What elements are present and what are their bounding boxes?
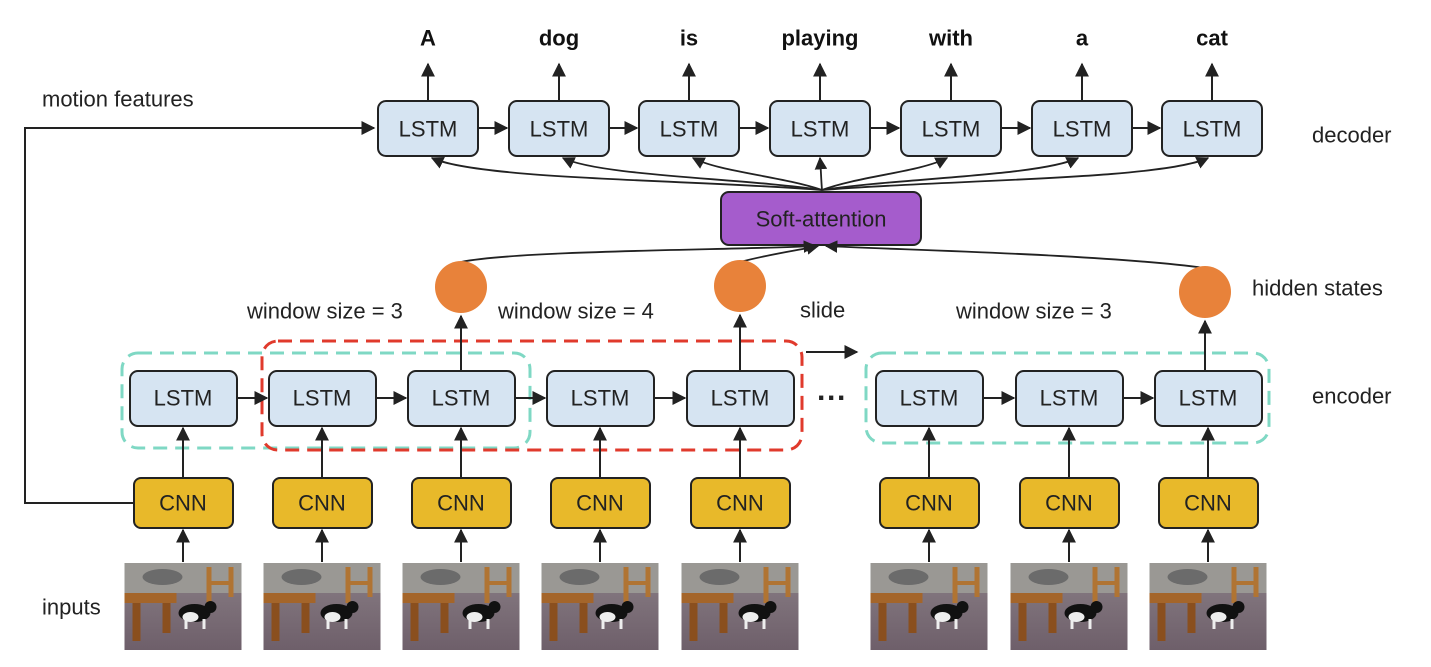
video-frame-6 — [870, 563, 988, 650]
output-word-5: with — [928, 26, 973, 51]
svg-text:LSTM: LSTM — [1183, 117, 1242, 142]
svg-text:CNN: CNN — [576, 491, 624, 516]
hidden-state-3 — [1179, 266, 1231, 318]
svg-text:LSTM: LSTM — [900, 386, 959, 411]
encoder-lstm-2: LSTM — [268, 370, 377, 427]
encoder-lstm-7: LSTM — [1015, 370, 1124, 427]
svg-text:LSTM: LSTM — [660, 117, 719, 142]
encoder-lstm-5: LSTM — [686, 370, 795, 427]
svg-text:CNN: CNN — [905, 491, 953, 516]
video-frame-8 — [1149, 563, 1267, 650]
encoder-lstm-4: LSTM — [546, 370, 655, 427]
attention-fanout — [430, 156, 1210, 191]
output-word-2: dog — [539, 26, 579, 51]
output-words: A dog is playing with a cat — [420, 26, 1229, 51]
input-frames — [124, 563, 1267, 650]
decoder-lstm-5: LSTM — [900, 100, 1002, 157]
encoder-label: encoder — [1312, 384, 1392, 409]
output-word-6: a — [1076, 26, 1089, 51]
window-2 — [260, 339, 804, 452]
svg-text:LSTM: LSTM — [154, 386, 213, 411]
decoder-lstm-2: LSTM — [508, 100, 610, 157]
decoder-lstm-4: LSTM — [769, 100, 871, 157]
svg-text:LSTM: LSTM — [293, 386, 352, 411]
svg-text:LSTM: LSTM — [791, 117, 850, 142]
decoder-output-arrows — [421, 62, 1219, 100]
cnn-2: CNN — [272, 477, 373, 529]
decoder-row: LSTM LSTM LSTM LSTM LSTM LSTM LSTM — [377, 100, 1263, 157]
hidden-states-label: hidden states — [1252, 276, 1383, 301]
hidden-state-2 — [714, 260, 766, 312]
inputs-label: inputs — [42, 595, 101, 620]
encoder-to-hidden-arrows — [454, 313, 1212, 370]
svg-text:CNN: CNN — [159, 491, 207, 516]
encoder-lstm-1: LSTM — [129, 370, 238, 427]
encoder-ellipsis: ··· — [817, 382, 847, 415]
cnn-1: CNN — [133, 477, 234, 529]
window-1 — [120, 351, 532, 450]
motion-features-path — [24, 121, 376, 504]
output-word-3: is — [680, 26, 698, 51]
window-3 — [864, 351, 1271, 445]
window-size-label-2: window size = 4 — [497, 299, 654, 324]
window-size-label-3: window size = 3 — [955, 299, 1112, 324]
svg-text:CNN: CNN — [437, 491, 485, 516]
hidden-state-1 — [435, 261, 487, 313]
cnn-4: CNN — [550, 477, 651, 529]
cnn-7: CNN — [1019, 477, 1120, 529]
soft-attention-label: Soft-attention — [756, 207, 887, 232]
video-frame-2 — [263, 563, 381, 650]
svg-text:LSTM: LSTM — [1179, 386, 1238, 411]
decoder-lstm-1: LSTM — [377, 100, 479, 157]
slide-label: slide — [800, 298, 845, 323]
svg-text:LSTM: LSTM — [571, 386, 630, 411]
cnn-row: CNN CNN CNN CNN CNN CNN CNN CNN — [133, 477, 1259, 529]
cnn-to-encoder-arrows — [176, 426, 1215, 477]
video-frame-4 — [541, 563, 659, 650]
output-word-7: cat — [1196, 26, 1228, 51]
cnn-8: CNN — [1158, 477, 1259, 529]
encoder-lstm-6: LSTM — [875, 370, 984, 427]
decoder-lstm-3: LSTM — [638, 100, 740, 157]
svg-text:LSTM: LSTM — [1040, 386, 1099, 411]
svg-text:CNN: CNN — [298, 491, 346, 516]
svg-text:LSTM: LSTM — [432, 386, 491, 411]
video-frame-3 — [402, 563, 520, 650]
decoder-lstm-6: LSTM — [1031, 100, 1133, 157]
cnn-3: CNN — [411, 477, 512, 529]
hidden-to-attention-arrows — [460, 240, 1206, 269]
output-word-1: A — [420, 26, 436, 51]
svg-text:CNN: CNN — [1184, 491, 1232, 516]
svg-text:LSTM: LSTM — [399, 117, 458, 142]
svg-text:LSTM: LSTM — [922, 117, 981, 142]
svg-text:LSTM: LSTM — [711, 386, 770, 411]
motion-features-label: motion features — [42, 87, 194, 112]
encoder-row: LSTM LSTM LSTM LSTM LSTM LSTM LSTM LSTM — [129, 370, 1263, 427]
encoder-lstm-3: LSTM — [407, 370, 516, 427]
svg-text:CNN: CNN — [716, 491, 764, 516]
encoder-lstm-8: LSTM — [1154, 370, 1263, 427]
hidden-states — [435, 260, 1231, 318]
svg-text:CNN: CNN — [1045, 491, 1093, 516]
frame-to-cnn-arrows — [176, 528, 1215, 562]
window-size-label-1: window size = 3 — [246, 299, 403, 324]
svg-text:LSTM: LSTM — [530, 117, 589, 142]
video-frame-5 — [681, 563, 799, 650]
svg-text:LSTM: LSTM — [1053, 117, 1112, 142]
decoder-label: decoder — [1312, 123, 1392, 148]
soft-attention-block: Soft-attention — [720, 191, 922, 246]
cnn-5: CNN — [690, 477, 791, 529]
cnn-6: CNN — [879, 477, 980, 529]
video-frame-1 — [124, 563, 242, 650]
video-frame-7 — [1010, 563, 1128, 650]
decoder-lstm-7: LSTM — [1161, 100, 1263, 157]
output-word-4: playing — [781, 26, 858, 51]
